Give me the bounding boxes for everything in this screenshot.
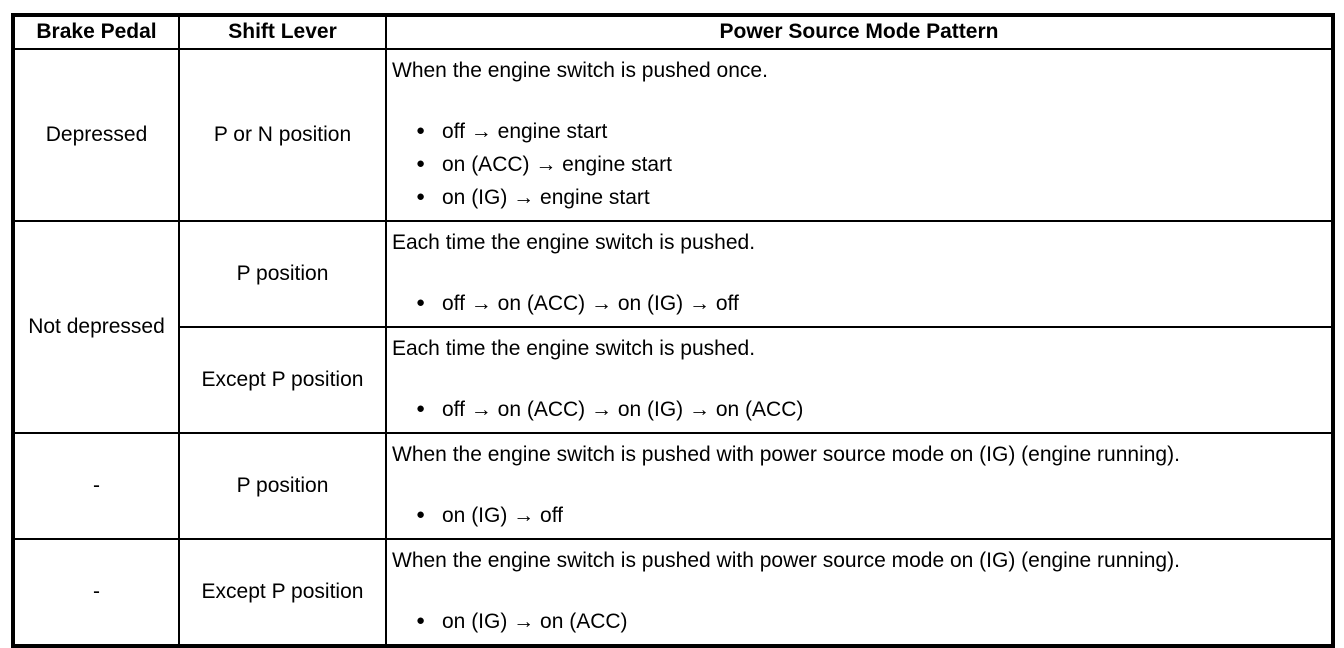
bullet-icon: ● [416, 612, 426, 629]
pattern-intro: When the engine switch is pushed once. [392, 59, 768, 82]
header-brake-pedal: Brake Pedal [12, 14, 180, 50]
shift-lever-cell: P position [178, 432, 387, 540]
pattern-intro: When the engine switch is pushed with po… [392, 443, 1180, 466]
brake-pedal-cell: Not depressed [12, 220, 180, 434]
pattern-bullet: ● on (ACC) → engine start [416, 148, 1327, 181]
pattern-cell: Each time the engine switch is pushed. ●… [385, 220, 1334, 328]
header-row: Brake Pedal Shift Lever Power Source Mod… [12, 14, 1334, 50]
bullet-text: on (IG) → off [442, 504, 563, 527]
table-row: Not depressed P position Each time the e… [12, 220, 1334, 434]
bullet-text: on (IG) → engine start [442, 186, 650, 209]
document-page: Brake Pedal Shift Lever Power Source Mod… [11, 13, 1335, 648]
bullet-text: on (ACC) → engine start [442, 153, 672, 176]
table-row: - Except P position When the engine swit… [12, 538, 1334, 647]
bullet-text: off → engine start [442, 120, 608, 143]
pattern-bullet: ● off → on (ACC) → on (IG) → on (ACC) [416, 393, 1327, 426]
bullet-icon: ● [416, 188, 426, 205]
bullet-text: off → on (ACC) → on (IG) → off [442, 292, 739, 315]
table-row: Except P position Each time the engine s… [13, 326, 1334, 434]
pattern-bullet: ● off → engine start [416, 115, 1327, 148]
bullet-icon: ● [416, 122, 426, 139]
shift-lever-cell: P or N position [178, 48, 387, 222]
pattern-bullet-list: ● on (IG) → off [392, 499, 1327, 532]
header-shift-lever: Shift Lever [178, 14, 387, 50]
bullet-icon: ● [416, 506, 426, 523]
shift-lever-cell: Except P position [178, 538, 387, 647]
pattern-intro: Each time the engine switch is pushed. [392, 231, 756, 254]
bullet-icon: ● [416, 155, 426, 172]
bullet-text: off → on (ACC) → on (IG) → on (ACC) [442, 398, 804, 421]
pattern-cell: When the engine switch is pushed with po… [385, 432, 1334, 540]
pattern-bullet-list: ● off → on (ACC) → on (IG) → on (ACC) [392, 393, 1327, 426]
shift-lever-cell: P position [178, 220, 387, 328]
pattern-intro: When the engine switch is pushed with po… [392, 549, 1180, 572]
pattern-bullet-list: ● on (IG) → on (ACC) [392, 605, 1327, 638]
bullet-icon: ● [416, 294, 426, 311]
header-power-source-mode-pattern: Power Source Mode Pattern [385, 14, 1334, 50]
pattern-bullet-list: ● off → on (ACC) → on (IG) → off [392, 287, 1327, 320]
pattern-bullet: ● on (IG) → engine start [416, 181, 1327, 214]
table-row: - P position When the engine switch is p… [12, 432, 1334, 540]
pattern-intro: Each time the engine switch is pushed. [392, 337, 756, 360]
pattern-cell: When the engine switch is pushed once. ●… [385, 48, 1334, 222]
pattern-bullet: ● on (IG) → off [416, 499, 1327, 532]
pattern-cell: When the engine switch is pushed with po… [385, 538, 1334, 647]
bullet-text: on (IG) → on (ACC) [442, 610, 628, 633]
brake-pedal-cell: Depressed [12, 48, 180, 222]
pattern-bullet-list: ● off → engine start ● on (ACC) → engine… [392, 115, 1327, 214]
pattern-bullet: ● on (IG) → on (ACC) [416, 605, 1327, 638]
pattern-cell: Each time the engine switch is pushed. ●… [385, 326, 1334, 434]
brake-pedal-cell: - [12, 432, 180, 540]
shift-lever-cell: Except P position [178, 326, 387, 434]
pattern-bullet: ● off → on (ACC) → on (IG) → off [416, 287, 1327, 320]
power-source-mode-table: Brake Pedal Shift Lever Power Source Mod… [11, 13, 1335, 648]
brake-pedal-cell: - [12, 538, 180, 647]
bullet-icon: ● [416, 400, 426, 417]
table-row: Depressed P or N position When the engin… [12, 48, 1334, 222]
